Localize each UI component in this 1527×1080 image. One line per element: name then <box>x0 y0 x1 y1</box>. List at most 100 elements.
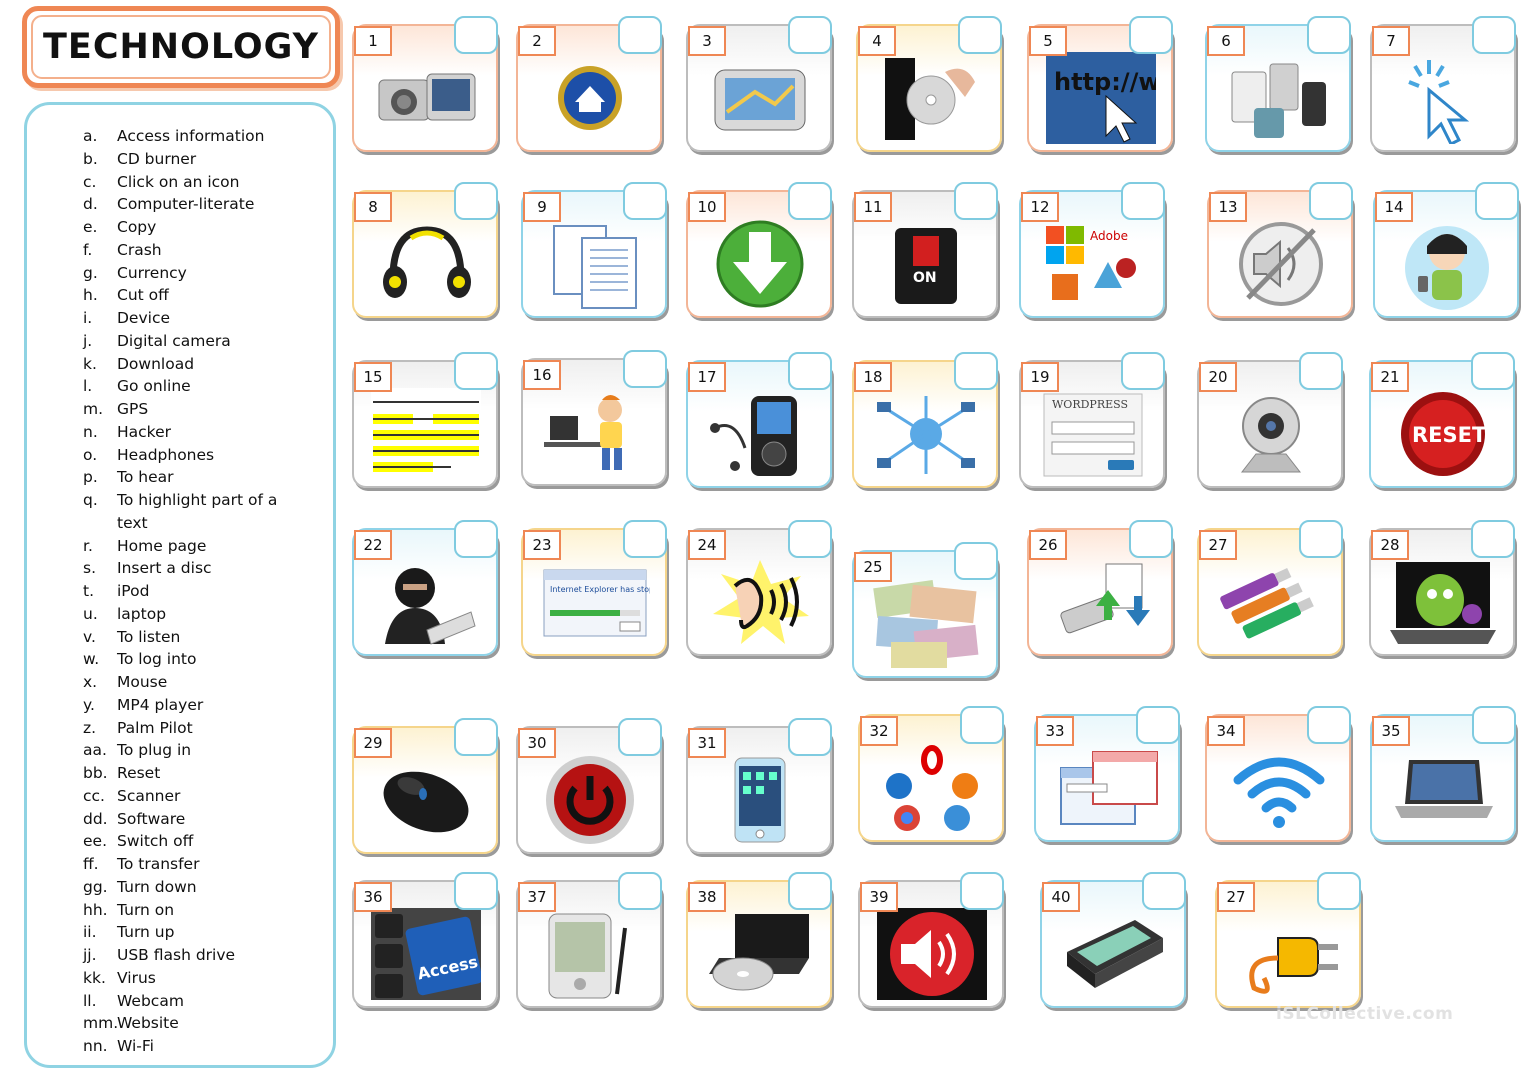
answer-box[interactable] <box>454 520 498 558</box>
answer-box[interactable] <box>618 718 662 756</box>
word-letter: ff. <box>83 855 99 873</box>
picture-card: 9 <box>521 182 667 326</box>
mp4-player-icon <box>704 386 816 482</box>
card-number: 40 <box>1042 882 1080 912</box>
laptop-icon <box>1388 740 1500 836</box>
answer-box[interactable] <box>618 872 662 910</box>
svg-text:WORDPRESS: WORDPRESS <box>1052 398 1128 411</box>
answer-box[interactable] <box>960 706 1004 744</box>
plug-icon <box>1233 906 1345 1002</box>
answer-box[interactable] <box>788 520 832 558</box>
answer-box[interactable] <box>454 182 498 220</box>
word-letter: ll. <box>83 991 97 1010</box>
answer-box[interactable] <box>954 182 998 220</box>
word-list-item: u.laptop <box>83 603 333 626</box>
answer-box[interactable] <box>1129 16 1173 54</box>
word-text: To log into <box>117 650 197 669</box>
word-list-item: mm.Website <box>83 1012 333 1035</box>
word-letter: i. <box>83 309 93 327</box>
picture-card: 35 <box>1370 706 1516 850</box>
answer-box[interactable] <box>1472 706 1516 744</box>
card-number: 3 <box>688 26 726 56</box>
answer-box[interactable] <box>788 16 832 54</box>
word-letter: ii. <box>83 923 97 942</box>
answer-box[interactable] <box>454 352 498 390</box>
card-number: 8 <box>354 192 392 222</box>
card-number: 27 <box>1199 530 1237 560</box>
picture-card: 27 <box>1197 520 1343 664</box>
answer-box[interactable] <box>1309 182 1353 220</box>
answer-box[interactable] <box>454 872 498 910</box>
ipod-icon <box>704 752 816 848</box>
word-letter: j. <box>83 331 93 350</box>
answer-box[interactable] <box>618 16 662 54</box>
word-list-item: q.To highlight part of a <box>83 489 333 512</box>
answer-box[interactable] <box>788 718 832 756</box>
picture-card: 18 <box>852 352 998 496</box>
answer-box[interactable] <box>623 520 667 558</box>
picture-card: 22 <box>352 520 498 664</box>
word-list-item: p.To hear <box>83 466 333 489</box>
card-number: 14 <box>1375 192 1413 222</box>
card-number: 27 <box>1217 882 1255 912</box>
card-number: 20 <box>1199 362 1237 392</box>
card-number: 1 <box>354 26 392 56</box>
card-number: 24 <box>688 530 726 560</box>
word-list-item: a.Access information <box>83 125 333 148</box>
answer-box[interactable] <box>788 182 832 220</box>
answer-box[interactable] <box>788 352 832 390</box>
card-number: 10 <box>688 192 726 222</box>
svg-text:RESET: RESET <box>1412 423 1487 447</box>
mute-speaker-icon <box>1225 216 1337 312</box>
answer-box[interactable] <box>1129 520 1173 558</box>
scanner-icon <box>1058 906 1170 1002</box>
word-list-item: r.Home page <box>83 535 333 558</box>
picture-card: 3 <box>686 16 832 160</box>
answer-box[interactable] <box>1299 520 1343 558</box>
word-text: Mouse <box>117 673 168 691</box>
word-text: iPod <box>117 582 150 600</box>
card-number: 11 <box>854 192 892 222</box>
answer-box[interactable] <box>454 16 498 54</box>
answer-box[interactable] <box>954 542 998 580</box>
answer-box[interactable] <box>623 182 667 220</box>
answer-box[interactable] <box>454 718 498 756</box>
answer-box[interactable] <box>960 872 1004 910</box>
card-number: 37 <box>518 882 556 912</box>
picture-card: 8 <box>352 182 498 326</box>
card-number: 33 <box>1036 716 1074 746</box>
word-letter: q. <box>83 491 98 509</box>
answer-box[interactable] <box>1142 872 1186 910</box>
browsers-icon <box>876 740 988 836</box>
answer-box[interactable] <box>1136 706 1180 744</box>
picture-card: 33 <box>1034 706 1180 850</box>
answer-box[interactable] <box>1307 16 1351 54</box>
answer-box[interactable] <box>1471 520 1515 558</box>
svg-text:Internet Explorer has stopped: Internet Explorer has stopped <box>550 585 650 594</box>
word-text: Headphones <box>117 445 215 464</box>
answer-box[interactable] <box>1317 872 1361 910</box>
answer-box[interactable] <box>958 16 1002 54</box>
answer-box[interactable] <box>1307 706 1351 744</box>
card-number: 26 <box>1029 530 1067 560</box>
answer-box[interactable] <box>623 350 667 388</box>
word-list-item: j.Digital camera <box>83 330 333 353</box>
card-number: 34 <box>1207 716 1245 746</box>
answer-box[interactable] <box>1471 352 1515 390</box>
word-letter: v. <box>83 627 96 646</box>
answer-box[interactable] <box>1299 352 1343 390</box>
highlight-text-icon <box>370 386 482 482</box>
answer-box[interactable] <box>1121 352 1165 390</box>
word-text: Download <box>117 354 195 373</box>
answer-box[interactable] <box>1121 182 1165 220</box>
word-list-item: ii.Turn up <box>83 921 333 944</box>
card-number: 28 <box>1371 530 1409 560</box>
answer-box[interactable] <box>788 872 832 910</box>
answer-box[interactable] <box>1475 182 1519 220</box>
word-letter: aa. <box>83 741 107 760</box>
word-letter <box>83 512 117 535</box>
answer-box[interactable] <box>954 352 998 390</box>
picture-card: 10 <box>686 182 832 326</box>
word-letter: b. <box>83 149 98 168</box>
answer-box[interactable] <box>1472 16 1516 54</box>
